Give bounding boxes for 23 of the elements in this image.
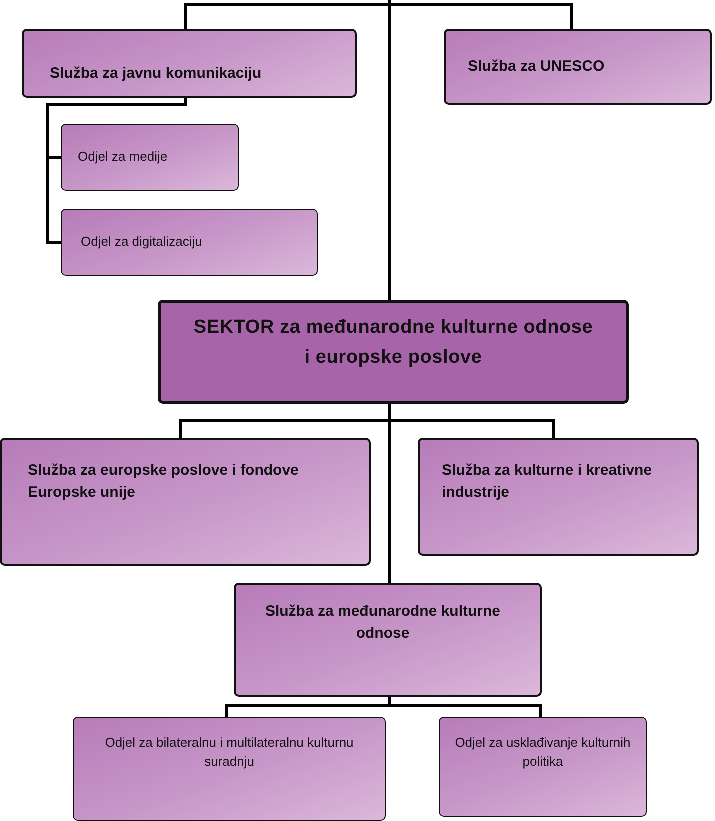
service-box [0,438,371,566]
service-box [234,583,542,697]
unit-name: Služba za javnu komunikaciju [50,64,262,84]
connector-line [388,697,542,717]
service-box [418,438,699,556]
unit-name: Odjel za digitalizaciju [81,233,202,252]
unit-name: Služba za međunarodne kulturne odnose [264,602,502,644]
department-box [61,124,239,191]
service-box [22,29,357,98]
unit-name: Služba za kulturne i kreativne industrije [442,461,654,503]
connector-line [46,98,188,244]
department-box [439,717,647,817]
unit-name: SEKTOR za međunarodne kulturne odnose i europske poslove [192,316,594,370]
connector-line [388,404,392,583]
service-box [444,29,712,105]
sector-box [158,300,629,404]
unit-name: Odjel za usklađivanje kulturnih politika [454,734,632,771]
unit-name: Služba za europske poslove i fondove Europske unije [28,461,300,503]
unit-name: Služba za UNESCO [468,57,605,78]
department-box [61,209,318,276]
unit-name: Odjel za bilateralnu i multilateralnu kulturnu suradnju [104,734,355,771]
department-box [73,717,386,821]
unit-name: Odjel za medije [78,148,168,166]
